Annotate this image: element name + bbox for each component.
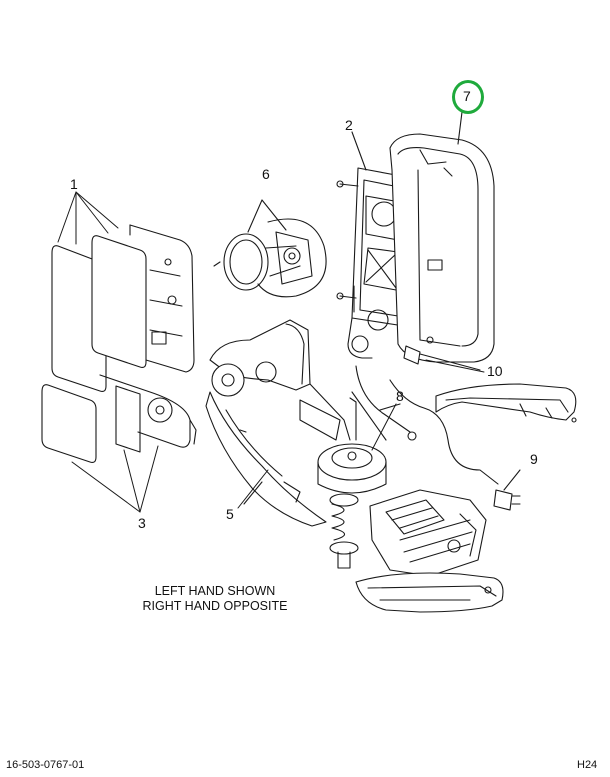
callout-3: 3 xyxy=(138,515,146,531)
callout-7: 7 xyxy=(463,88,471,104)
leader-lines xyxy=(237,359,485,509)
connector-9 xyxy=(493,469,521,511)
mirror-glass-lower xyxy=(41,374,197,463)
base-housing xyxy=(369,489,487,577)
note-line-2: RIGHT HAND OPPOSITE xyxy=(142,599,288,613)
callout-5: 5 xyxy=(226,506,234,522)
sheet-code: H24 xyxy=(577,759,598,771)
lower-trim-cover xyxy=(355,572,504,613)
mirror-housing xyxy=(389,111,495,363)
callout-10: 10 xyxy=(487,363,503,379)
callout-9: 9 xyxy=(530,451,538,467)
mirror-arm xyxy=(209,285,357,441)
upper-trim-cover xyxy=(435,383,577,423)
spring-assembly xyxy=(329,493,359,569)
pivot-base xyxy=(317,365,499,494)
leader-lines-1-3 xyxy=(57,191,159,513)
wire-connector-10 xyxy=(403,336,481,371)
motor-actuator xyxy=(213,199,327,298)
callout-8: 8 xyxy=(396,388,404,404)
callout-1: 1 xyxy=(70,176,78,192)
lower-arm-cover xyxy=(205,391,327,527)
orientation-note: LEFT HAND SHOWN RIGHT HAND OPPOSITE xyxy=(110,584,320,614)
callout-7-highlight-ring xyxy=(452,80,484,114)
callout-6: 6 xyxy=(262,166,270,182)
callout-2: 2 xyxy=(345,117,353,133)
note-line-1: LEFT HAND SHOWN xyxy=(154,584,276,598)
mirror-glass-upper xyxy=(51,224,195,392)
part-number: 16-503-0767-01 xyxy=(6,759,85,771)
